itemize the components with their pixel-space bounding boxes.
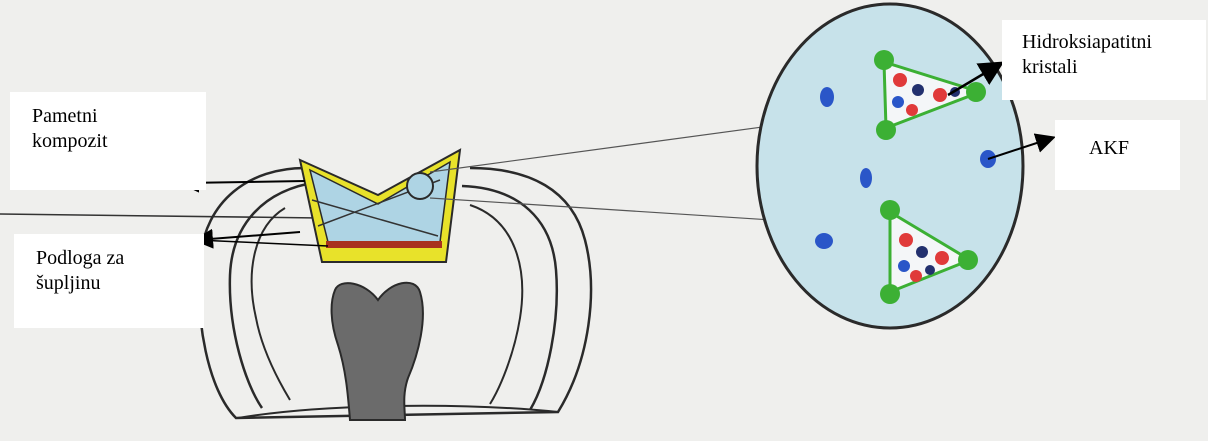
acp-label-text: AKF (1089, 137, 1130, 159)
ion-navy (916, 246, 928, 258)
crystal-corner (958, 250, 978, 270)
crystal-corner (876, 120, 896, 140)
ion-navy (912, 84, 924, 96)
ion-navy (898, 260, 910, 272)
ion-red (906, 104, 918, 116)
ion-red (933, 88, 947, 102)
smart-composite-label: Pametni kompozit (10, 92, 206, 190)
tooth-inner-arc-right (469, 204, 524, 405)
hydroxyapatite-label: Hidroksiapatitni kristali (1002, 20, 1206, 100)
hydroxyapatite-label-line2: kristali (1022, 56, 1078, 78)
ion-red (893, 73, 907, 87)
arrow-acp (987, 133, 1056, 160)
arrow-cavity-liner-1 (193, 228, 301, 249)
tooth-inner-outline-right (461, 184, 558, 411)
smart-composite-label-line1: Pametni (32, 105, 98, 127)
acp-label: AKF (1055, 120, 1180, 190)
ion-navy (925, 265, 935, 275)
crystal-corner (874, 50, 894, 70)
cavity-liner-band (326, 241, 442, 248)
composite-line-1 (311, 199, 439, 237)
crystal-corner (966, 82, 986, 102)
acp-particle (860, 168, 872, 188)
smart-composite-label-line2: kompozit (32, 130, 108, 152)
crystal-corner (880, 200, 900, 220)
ion-red (935, 251, 949, 265)
pulp-chamber (330, 281, 424, 421)
ion-red (899, 233, 913, 247)
baseline-line (0, 213, 321, 219)
magnification-line-top (429, 125, 771, 173)
arrow-cavity-liner-2 (196, 239, 329, 247)
magnification-line-bottom (429, 197, 773, 221)
crystal-corner (880, 284, 900, 304)
magnification-origin-circle (406, 172, 434, 200)
cavity-liner-label: Podloga za šupljinu (14, 234, 204, 328)
cavity-liner-label-line1: Podloga za (36, 247, 125, 269)
acp-particle (815, 233, 833, 249)
arrow-hydroxyapatite (947, 61, 1005, 97)
hydroxyapatite-label-line1: Hidroksiapatitni (1022, 31, 1152, 53)
tooth-inner-outline (228, 180, 319, 409)
tooth-inner-arc (250, 207, 291, 401)
cavity-liner-label-line2: šupljinu (36, 272, 101, 294)
hydroxyapatite-crystal-lower (888, 209, 974, 295)
ion-red (910, 270, 922, 282)
ion-navy (892, 96, 904, 108)
acp-particle (820, 87, 834, 107)
smart-composite-fill (308, 160, 451, 243)
